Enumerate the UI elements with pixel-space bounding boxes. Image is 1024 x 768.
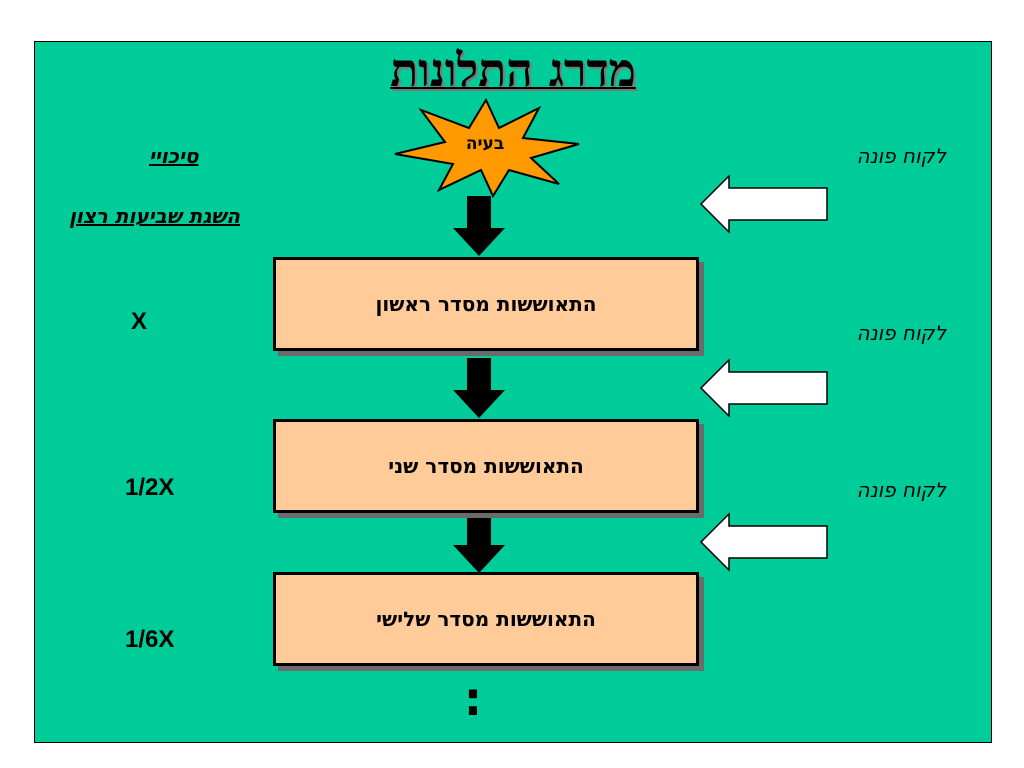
burst-star-icon [394,98,580,198]
recovery-level-2-label: התאוששות מסדר שני [388,454,584,478]
customer-contact-label-3: לקוח פונה [856,478,946,502]
factor-level-1: X [131,308,148,335]
factor-level-2: 1/2X [125,474,175,501]
recovery-level-1-box: התאוששות מסדר ראשון [273,257,699,351]
customer-contact-label-2: לקוח פונה [856,321,946,345]
down-arrow-1 [453,196,505,256]
factor-level-3: 1/6X [125,626,175,653]
customer-contact-label-1: לקוח פונה [856,144,946,168]
problem-burst-label: בעיה [465,134,505,154]
satisfaction-goal-label: השגת שביעות רצון [69,204,240,228]
chances-label: סיכויי [149,144,199,168]
recovery-level-3-label: התאוששות מסדר שלישי [376,607,596,631]
page-title: מדרג התלונות [390,43,636,97]
slide-canvas: מדרג התלונות בעיה סיכויי השגת שביעות רצו… [34,41,992,743]
recovery-level-2-box: התאוששות מסדר שני [273,419,699,513]
recovery-level-1-label: התאוששות מסדר ראשון [375,292,597,316]
incoming-arrow-1 [699,174,828,234]
down-arrow-3 [453,513,505,573]
incoming-arrow-3 [699,512,828,572]
continuation-dots: : [463,672,483,726]
down-arrow-2 [453,358,505,418]
recovery-level-3-box: התאוששות מסדר שלישי [273,572,699,666]
problem-burst [394,98,580,198]
incoming-arrow-2 [699,358,828,418]
